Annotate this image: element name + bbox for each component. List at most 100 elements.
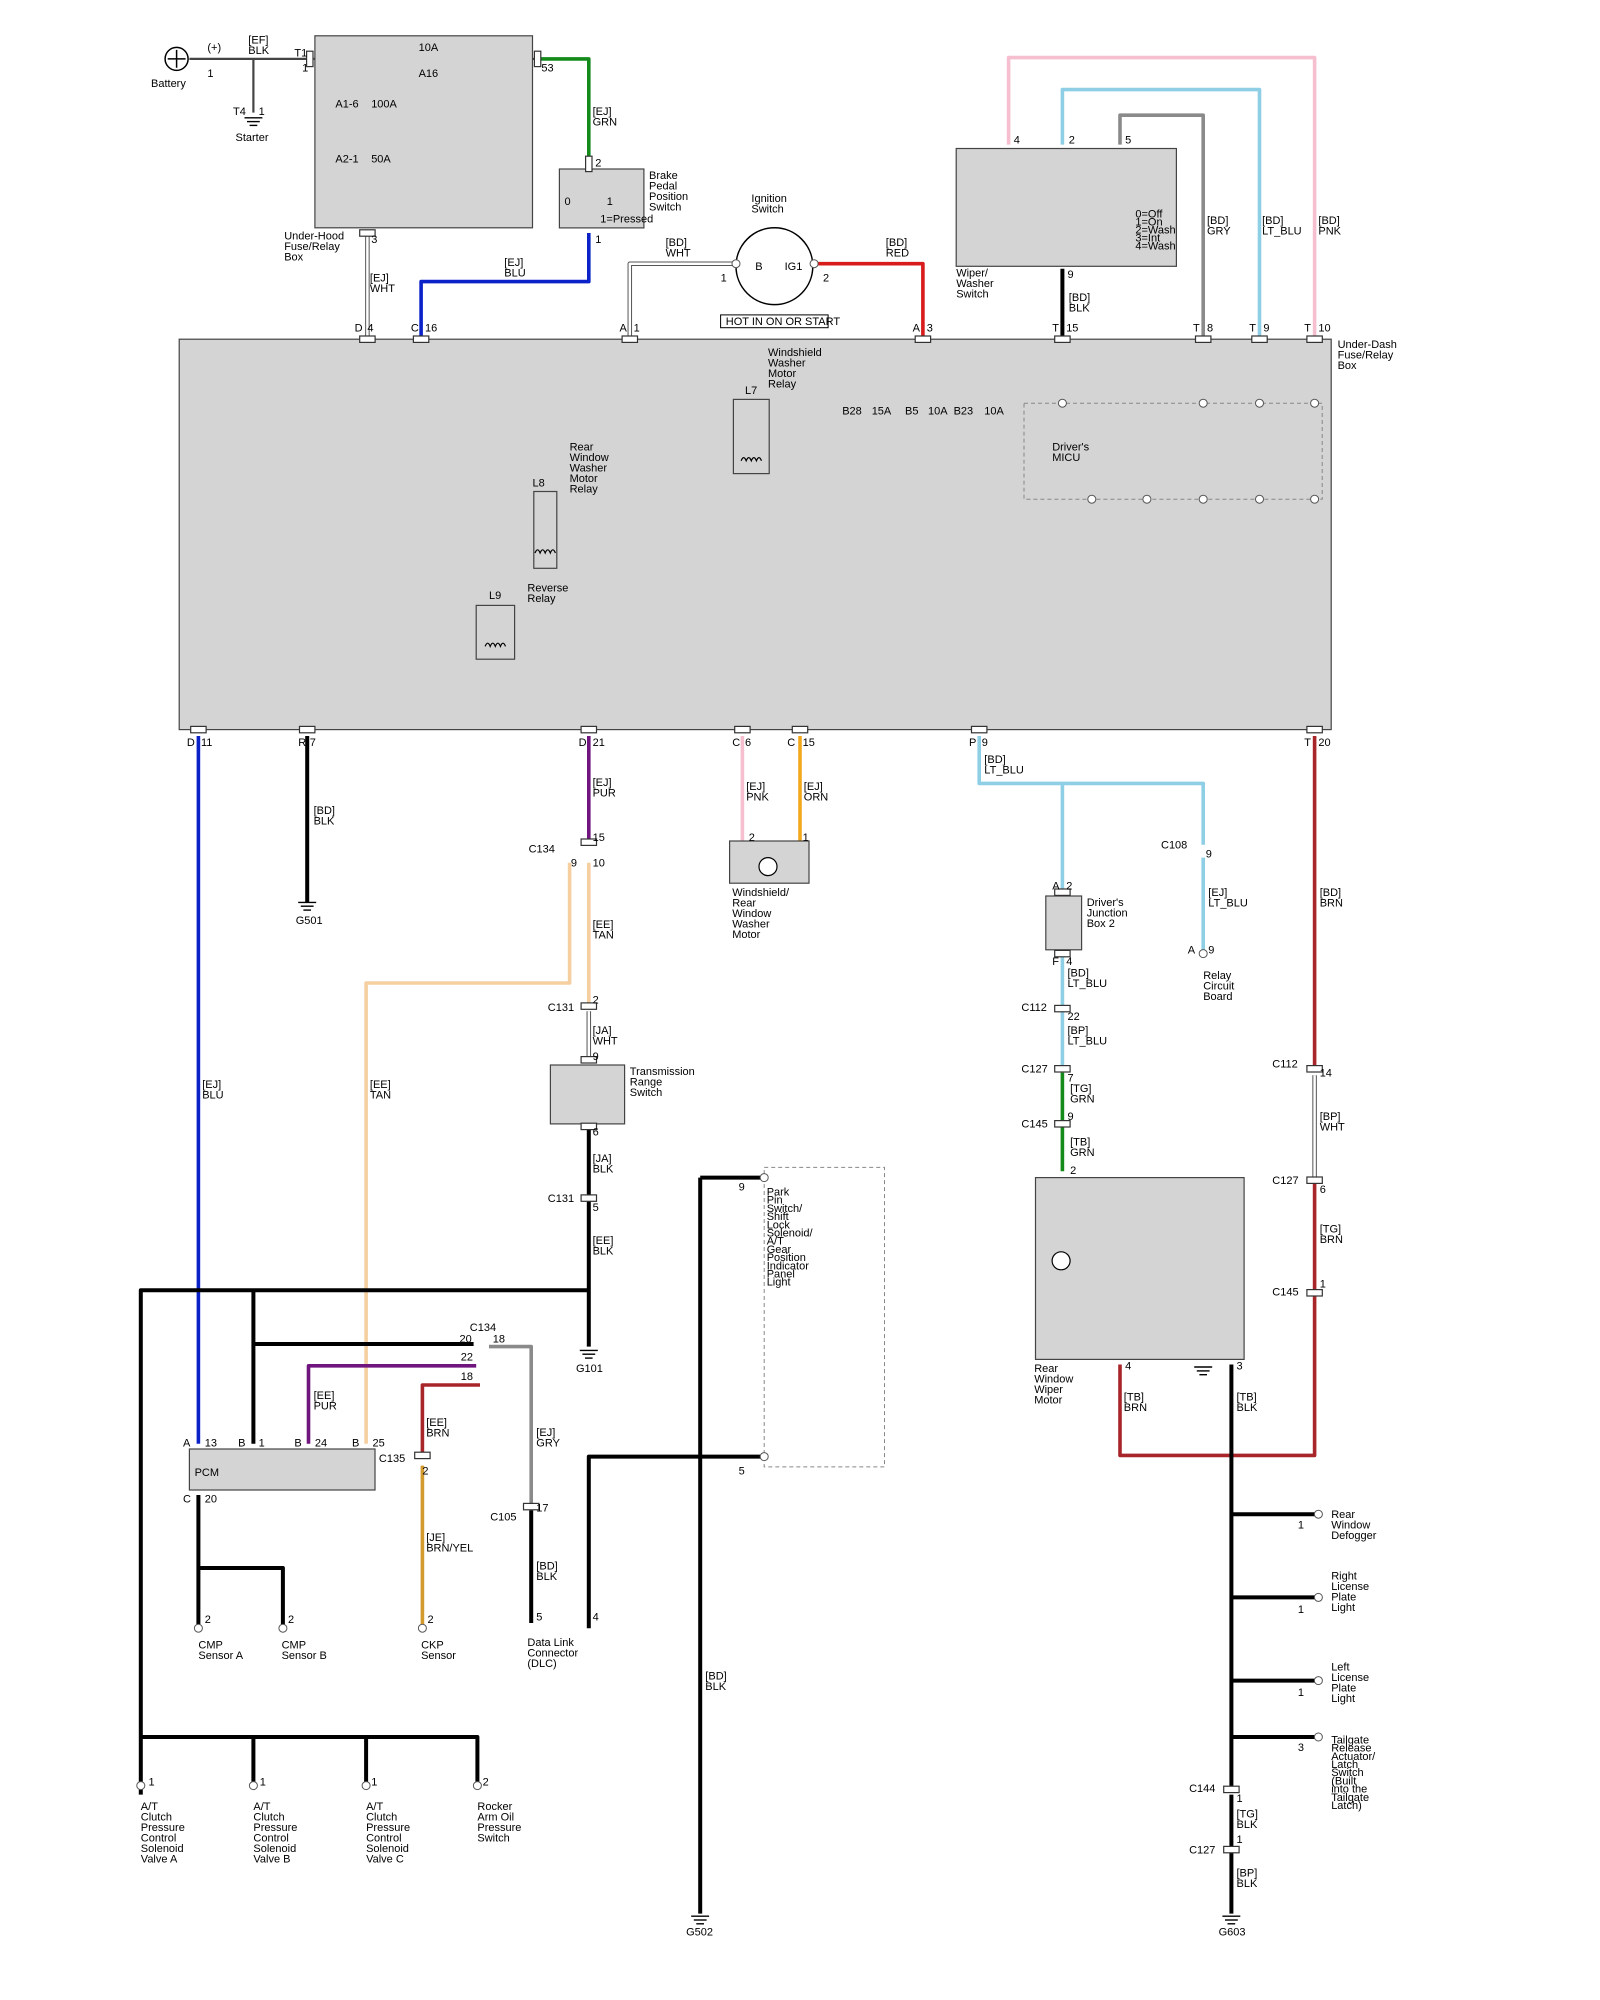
micu-terminal [1198, 398, 1208, 408]
b28: B28 [842, 406, 862, 418]
bd-pnk-top [1006, 55, 1317, 340]
connector [359, 229, 376, 237]
b5: B5 [905, 406, 918, 418]
t4-pin: 1 [259, 106, 265, 118]
djb-2: 2 [1066, 881, 1072, 893]
bp-ltblu: [BP]LT_BLU [1068, 1025, 1108, 1048]
c145-9: 9 [1068, 1111, 1074, 1123]
c105: C105 [490, 1512, 516, 1524]
t10p: 10 [1318, 323, 1330, 335]
terminal [361, 1781, 371, 1791]
djb-a: A [1052, 881, 1060, 893]
bd-ltblu-label: [BD]LT_BLU [1262, 215, 1302, 238]
t15p: 15 [1066, 323, 1078, 335]
tail-pin: 3 [1298, 1742, 1304, 1754]
t9p: 9 [1263, 323, 1269, 335]
bd-blk2-label: [BD]BLK [536, 1560, 557, 1583]
ej-grn [537, 57, 591, 164]
terminal [759, 1452, 769, 1462]
tg-brn [1118, 1184, 1317, 1458]
bd-wht-label: [BD]WHT [666, 237, 691, 259]
connector [1306, 1064, 1323, 1073]
connector [584, 155, 593, 173]
dlc-5: 5 [536, 1612, 542, 1624]
tb-brn-label: [TB]BRN [1124, 1391, 1147, 1414]
c6: C [732, 737, 740, 749]
relay-coil-icon [484, 642, 507, 649]
blk-bottom-row [140, 1735, 480, 1786]
a3p: 3 [927, 323, 933, 335]
blk-pcm-net [138, 1288, 589, 1795]
ej-gry [489, 1344, 533, 1504]
terminal [1198, 949, 1208, 959]
connector [1054, 1064, 1071, 1073]
rcb-9: 9 [1208, 945, 1214, 957]
ej-grn-label: [EJ]GRN [593, 106, 618, 129]
connector [1054, 1119, 1071, 1128]
wiper-motor-icon [1051, 1251, 1071, 1271]
fuse-a16: A16 [419, 68, 439, 80]
rocker-pin: 2 [483, 1777, 489, 1789]
under-hood-fuse-box [314, 35, 534, 229]
rear-window-wiper-motor [1034, 1176, 1245, 1360]
connector [1306, 1288, 1323, 1297]
c135: C135 [379, 1453, 405, 1465]
connector [580, 1055, 598, 1064]
micu-terminal [1057, 398, 1067, 408]
d11p: 11 [201, 737, 212, 749]
llp-pin: 1 [1298, 1687, 1304, 1699]
terminal [809, 259, 819, 269]
ign-pin2: 2 [823, 273, 829, 285]
c127b: C127 [1272, 1175, 1298, 1187]
c131-5: 5 [593, 1202, 599, 1214]
bd-ltblu-p9: [BD]LT_BLU [984, 754, 1024, 777]
windshield-washer-motor-relay [732, 398, 770, 475]
tg-blk-label: [TG]BLK [1237, 1809, 1258, 1832]
cmp-a-pin: 2 [205, 1614, 211, 1626]
ee-tan [364, 862, 572, 1444]
bd-red-label: [BD]RED [886, 237, 909, 259]
terminal [1313, 1592, 1323, 1602]
connector [1306, 1176, 1323, 1185]
terminal [136, 1781, 146, 1791]
ign-b: B [755, 261, 762, 273]
r7p: 7 [310, 737, 316, 749]
terminal [731, 259, 741, 269]
c131: C131 [548, 1002, 574, 1014]
bd-ltblu-top [1060, 87, 1262, 340]
bpp-pressed: 1=Pressed [600, 214, 653, 226]
connector [791, 725, 809, 734]
t1-label: T1 [294, 47, 307, 59]
bd-ltblu2: [BD]LT_BLU [1068, 968, 1108, 991]
c105-17: 17 [536, 1503, 548, 1515]
ground-g603 [1222, 1915, 1241, 1925]
ja-blk-label: [JA]BLK [593, 1153, 614, 1176]
connector [1223, 1785, 1240, 1794]
l9: L9 [489, 590, 501, 602]
micu-terminal [1255, 494, 1264, 504]
c134: C134 [529, 844, 555, 856]
c145b: C145 [1272, 1286, 1298, 1298]
pcm-b3: B [352, 1437, 359, 1449]
bpp-pin1: 1 [595, 234, 601, 246]
under-dash-fuse-box [178, 338, 1332, 731]
c112-14: 14 [1320, 1068, 1332, 1080]
reverse-relay [475, 604, 516, 660]
c112-22: 22 [1068, 1011, 1080, 1023]
c131b: C131 [548, 1193, 574, 1205]
micu-terminal [1142, 494, 1152, 504]
terminal [417, 1623, 427, 1633]
battery-plus-icon [167, 49, 186, 68]
connector [412, 335, 430, 344]
ee-pur [306, 1364, 477, 1444]
pcm-13: 13 [205, 1437, 217, 1449]
c145: C145 [1021, 1119, 1047, 1131]
